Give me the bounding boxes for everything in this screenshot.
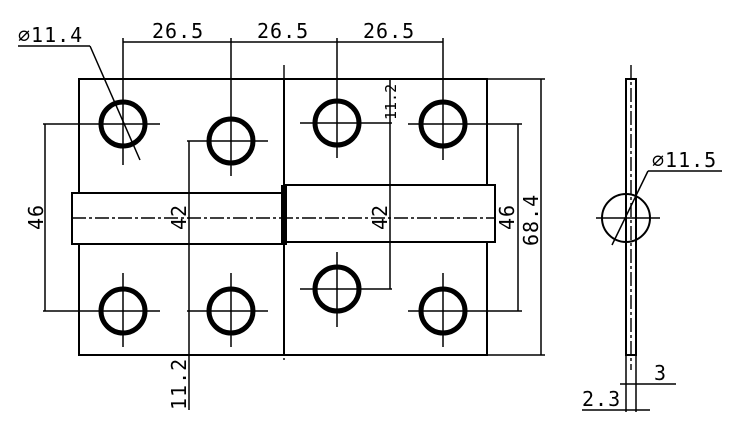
lower-left-leaf — [78, 243, 285, 356]
left-height-label: 46 — [24, 204, 48, 230]
hole-6 — [187, 273, 268, 347]
hole-7 — [300, 252, 392, 327]
right-height-label: 46 — [495, 204, 519, 230]
hole-3 — [300, 38, 392, 158]
hole-2 — [187, 38, 268, 176]
knuckle-bottom-label: 11.2 — [167, 358, 191, 410]
center-right-label: 42 — [368, 204, 392, 230]
knuckle-top-label: 11.2 — [382, 84, 400, 120]
pitch-2-label: 26.5 — [257, 19, 309, 43]
hole-5 — [43, 273, 160, 347]
hole-1 — [43, 38, 160, 165]
pin-diameter-label: ⌀11.5 — [652, 148, 717, 172]
front-dimension-labels: ⌀11.4 26.5 26.5 26.5 11.2 46 42 42 46 68… — [18, 19, 543, 410]
side-view — [582, 65, 722, 412]
front-view — [18, 38, 545, 410]
plate-thickness-label: 2.3 — [582, 387, 621, 411]
center-left-label: 42 — [167, 204, 191, 230]
hole-4 — [408, 38, 522, 160]
pitch-3-label: 26.5 — [363, 19, 415, 43]
hole-diameter-label: ⌀11.4 — [18, 23, 83, 47]
leaf-thickness-label: 3 — [654, 361, 667, 385]
hole-8 — [408, 273, 522, 347]
side-dimension-labels: ⌀11.5 3 2.3 — [582, 148, 717, 411]
overall-length-label: 68.4 — [519, 194, 543, 246]
pitch-1-label: 26.5 — [152, 19, 204, 43]
